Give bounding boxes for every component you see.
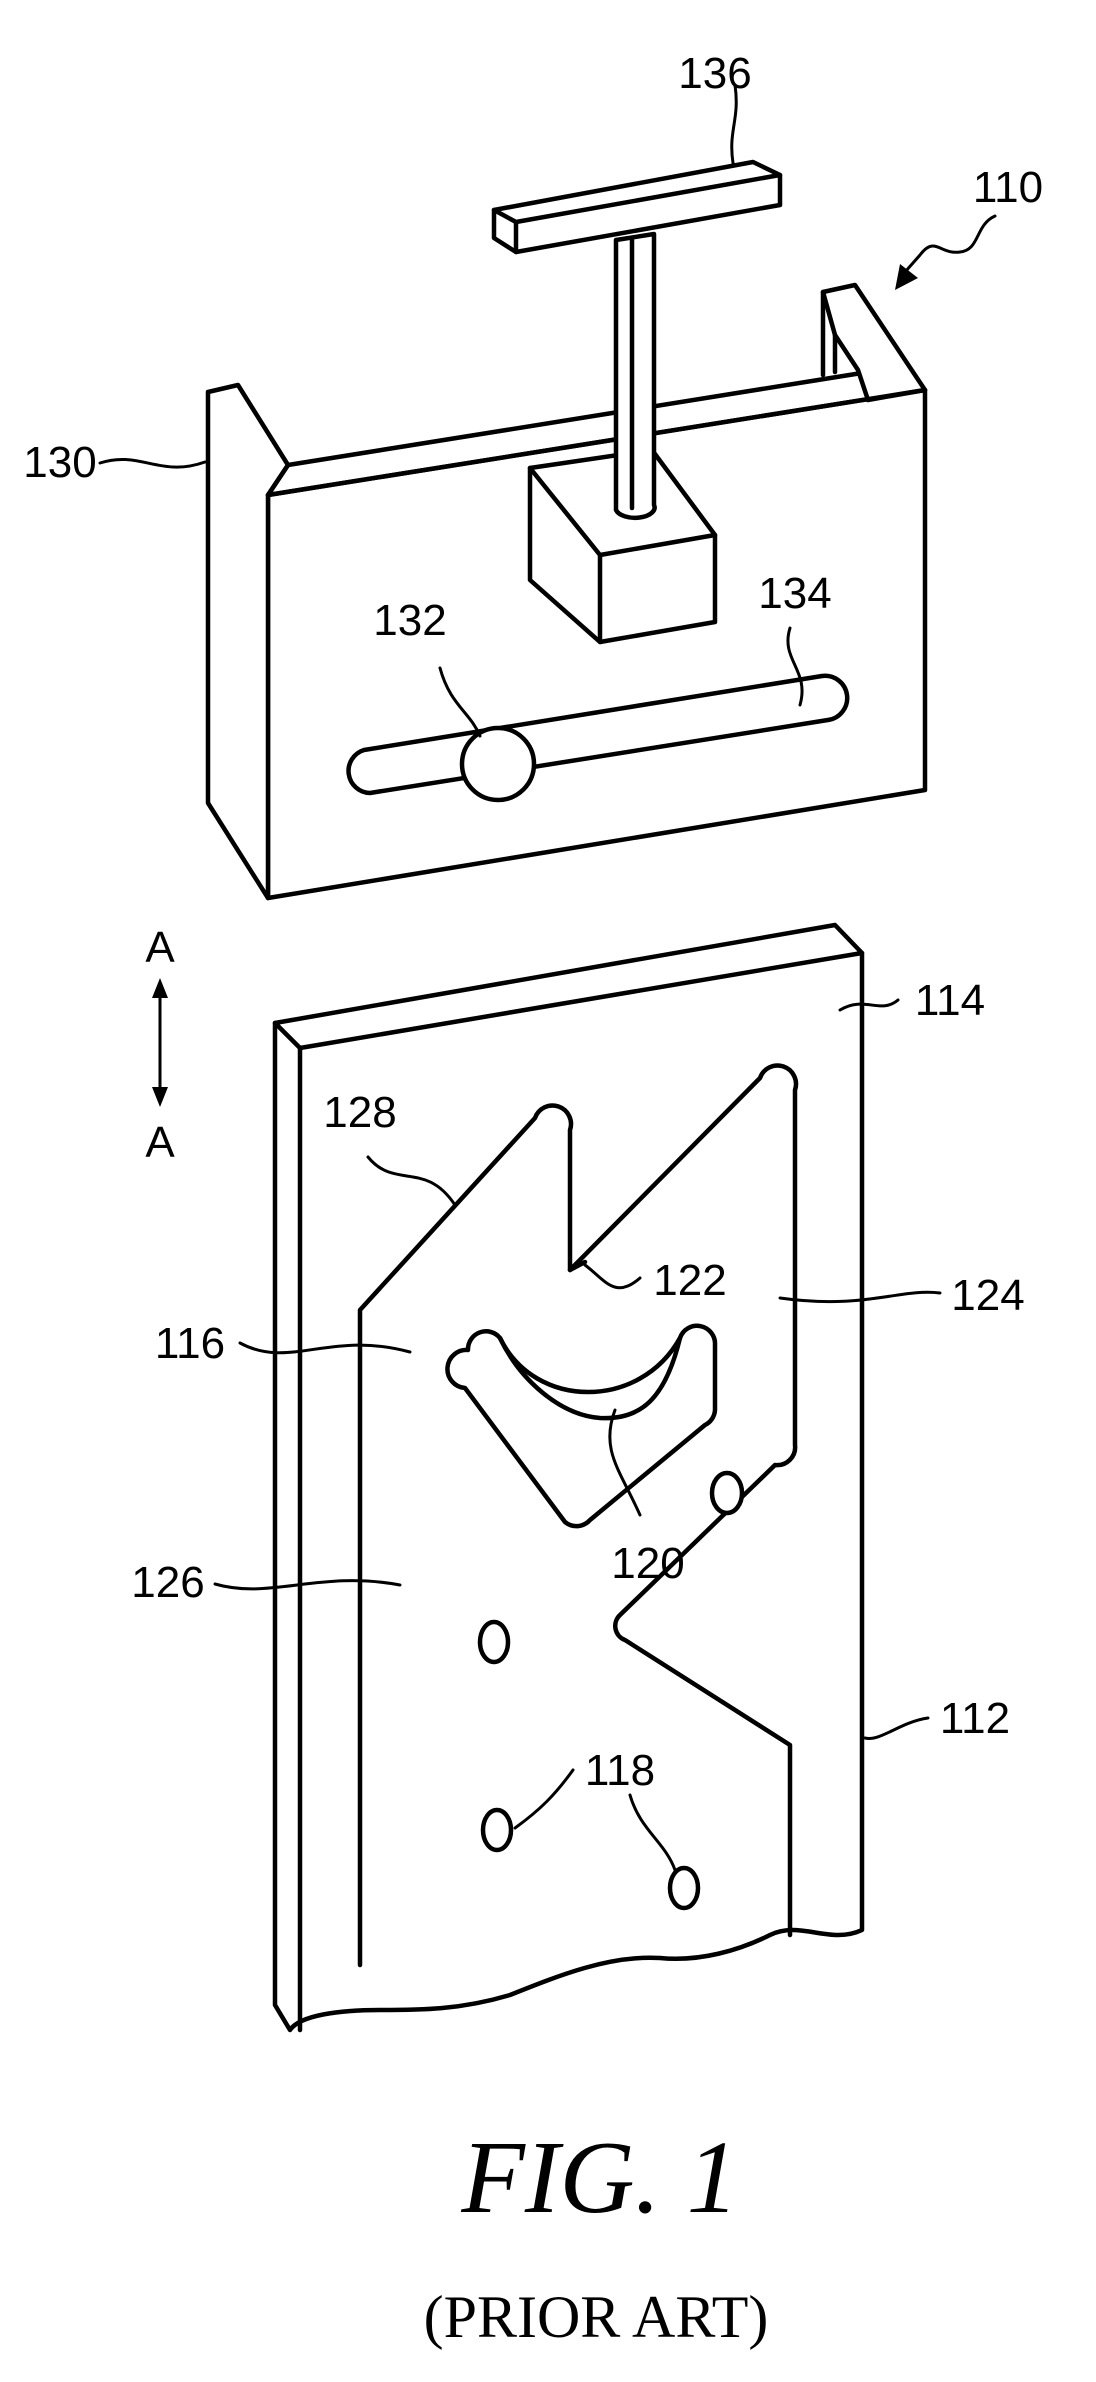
ref-130: 130 bbox=[23, 438, 96, 487]
hole-118-b bbox=[480, 1622, 508, 1662]
ref-110: 110 bbox=[973, 163, 1043, 212]
arrow-head-up bbox=[152, 978, 168, 998]
knob-132[interactable] bbox=[462, 728, 534, 800]
ref-114: 114 bbox=[915, 976, 985, 1025]
arrow-head-down bbox=[152, 1087, 168, 1107]
ref-132: 132 bbox=[373, 596, 446, 645]
ref-120: 120 bbox=[611, 1539, 684, 1588]
ref-126: 126 bbox=[131, 1558, 204, 1607]
hole-118-a bbox=[712, 1473, 742, 1513]
ref-124: 124 bbox=[951, 1271, 1024, 1320]
housing-right-wall bbox=[823, 285, 925, 400]
leader-112 bbox=[865, 1718, 928, 1739]
t-handle-shaft bbox=[616, 234, 655, 518]
assembly-arrow-head bbox=[895, 264, 918, 290]
ref-136: 136 bbox=[678, 49, 751, 98]
ref-122: 122 bbox=[653, 1256, 726, 1305]
assembly-arrow-squiggle bbox=[905, 216, 995, 272]
figure-title: FIG. 1 bbox=[460, 2120, 738, 2235]
ref-112: 112 bbox=[940, 1694, 1010, 1743]
hole-118-d bbox=[670, 1868, 698, 1908]
assembly-arrow-110 bbox=[895, 216, 995, 290]
ref-134: 134 bbox=[758, 569, 831, 618]
leader-130 bbox=[100, 459, 205, 467]
direction-label-top: A bbox=[145, 923, 175, 972]
hole-118-c bbox=[483, 1810, 511, 1850]
direction-label-bottom: A bbox=[145, 1118, 175, 1167]
figure-subtitle: (PRIOR ART) bbox=[424, 2284, 769, 2350]
direction-arrow-a-a: A A bbox=[145, 923, 175, 1167]
ref-128: 128 bbox=[323, 1088, 396, 1137]
ref-116: 116 bbox=[155, 1319, 225, 1368]
ref-118: 118 bbox=[585, 1746, 655, 1795]
